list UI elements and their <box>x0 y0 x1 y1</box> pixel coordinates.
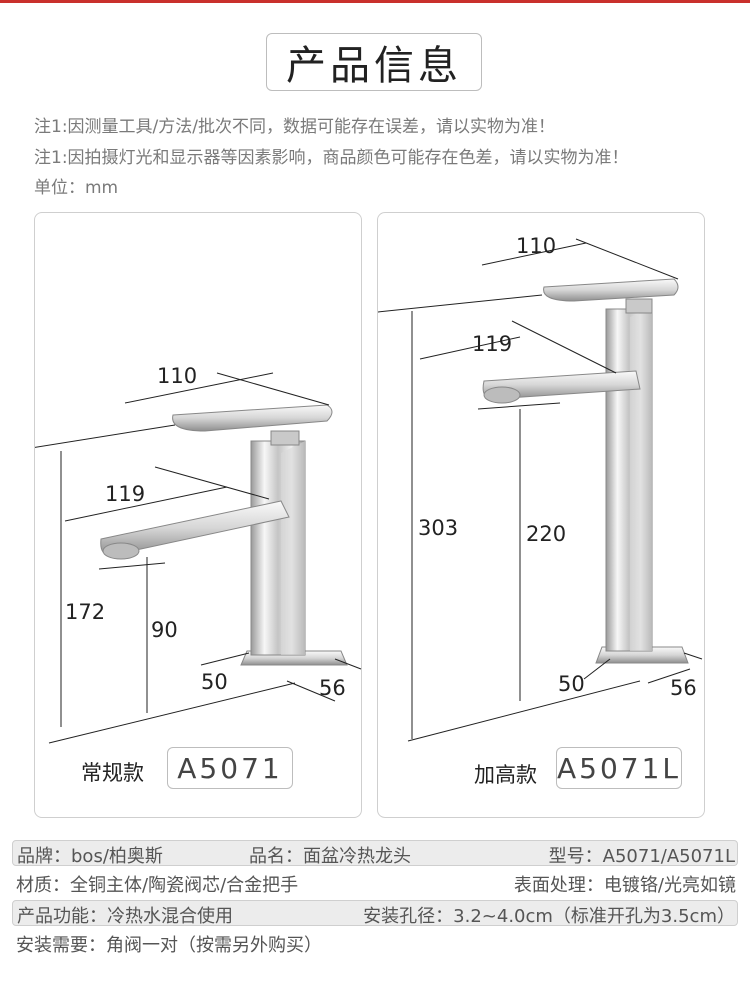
product-name-text: 品名：面盆冷热龙头 <box>249 846 411 867</box>
info-row-material: 材质：全铜主体/陶瓷阀芯/合金把手 表面处理：电镀铬/光亮如镜 <box>12 870 738 896</box>
finish-text: 表面处理：电镀铬/光亮如镜 <box>513 875 736 896</box>
standard-model-label: 常规款 <box>81 761 144 785</box>
total-height-label: 172 <box>65 600 105 624</box>
material-text: 材质：全铜主体/陶瓷阀芯/合金把手 <box>16 875 299 896</box>
dimension-lines-tall <box>378 238 703 742</box>
base-width-label-tall: 56 <box>670 676 697 700</box>
tall-model-label: 加高款 <box>474 763 537 787</box>
total-height-label-tall: 303 <box>418 516 458 540</box>
spout-length-label-tall: 119 <box>472 332 512 356</box>
dimension-lines <box>35 372 362 744</box>
top-accent-line <box>0 0 750 3</box>
info-row-requirement: 安装需要：角阀一对（按需另外购买） <box>12 930 738 956</box>
info-row-function: 产品功能：冷热水混合使用 安装孔径：3.2~4.0cm（标准开孔为3.5cm） <box>12 900 738 927</box>
spout-height-label-tall: 220 <box>526 522 566 546</box>
standard-faucet-diagram: 110 119 172 90 50 56 <box>35 364 362 744</box>
faucet-body <box>100 404 348 666</box>
faucet-body-tall <box>482 278 689 664</box>
function-text: 产品功能：冷热水混合使用 <box>17 906 233 927</box>
base-width-label: 56 <box>319 676 346 700</box>
spout-length-label: 119 <box>105 482 145 506</box>
hole-size-text: 安装孔径：3.2~4.0cm（标准开孔为3.5cm） <box>363 906 735 927</box>
base-depth-label: 50 <box>201 670 228 694</box>
note-unit: 单位：mm <box>34 178 119 198</box>
tall-model-code: A5071L <box>556 747 682 789</box>
standard-model-code: A5071 <box>167 747 293 789</box>
tall-faucet-diagram: 110 119 303 220 50 56 <box>378 234 703 742</box>
standard-faucet-panel: 110 119 172 90 50 56 常规款 A5071 <box>34 212 362 818</box>
spout-height-label: 90 <box>151 618 178 642</box>
requirement-text: 安装需要：角阀一对（按需另外购买） <box>16 935 322 956</box>
tall-faucet-panel: 110 119 303 220 50 56 加高款 A5071L <box>377 212 705 818</box>
base-depth-label-tall: 50 <box>558 672 585 696</box>
note-color: 注1:因拍摄灯光和显示器等因素影响，商品颜色可能存在色差，请以实物为准！ <box>34 148 629 168</box>
handle-width-label-tall: 110 <box>516 234 556 258</box>
note-measurement: 注1:因测量工具/方法/批次不同，数据可能存在误差，请以实物为准！ <box>34 117 555 137</box>
page-title: 产品信息 <box>266 33 482 91</box>
brand-text: 品牌：bos/柏奥斯 <box>17 846 163 867</box>
model-text: 型号：A5071/A5071L <box>548 846 735 867</box>
handle-width-label: 110 <box>157 364 197 388</box>
info-row-brand: 品牌：bos/柏奥斯 品名：面盆冷热龙头 型号：A5071/A5071L <box>12 840 738 867</box>
